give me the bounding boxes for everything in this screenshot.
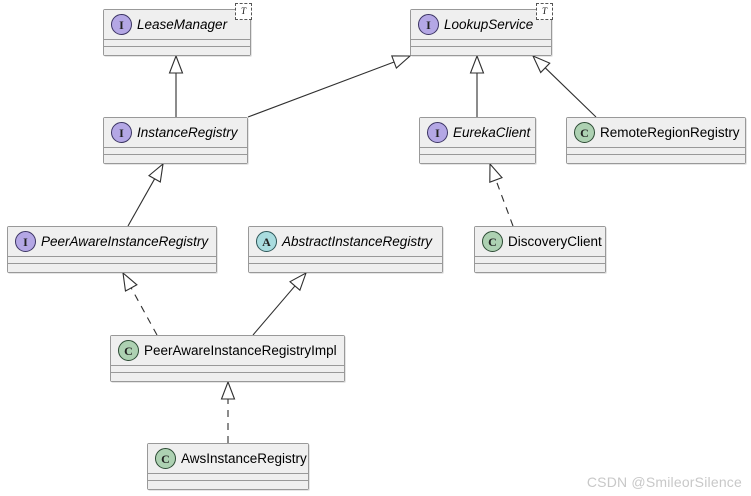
type-parameter-marker: T — [235, 3, 252, 20]
node-name-label: InstanceRegistry — [137, 124, 238, 140]
node-header: C RemoteRegionRegistry — [567, 118, 745, 148]
interface-badge-icon: I — [418, 14, 439, 35]
attributes-compartment — [111, 366, 344, 373]
node-header: C DiscoveryClient — [475, 227, 605, 257]
node-name-label: PeerAwareInstanceRegistryImpl — [144, 342, 337, 358]
edge-impl-to-abstract-instance-registry — [252, 271, 308, 336]
arrowhead-hollow-triangle — [168, 54, 184, 74]
attributes-compartment — [475, 257, 605, 264]
edge-line-generalization — [247, 61, 395, 118]
watermark-text: CSDN @SmileorSilence — [586, 474, 742, 490]
class-badge-icon: C — [155, 448, 176, 469]
edge-peer-aware-instance-registry-to-instance-registry — [127, 162, 164, 227]
edge-line-generalization — [127, 178, 156, 227]
uml-class-node-eureka-client[interactable]: I EurekaClient — [419, 117, 536, 164]
uml-class-node-aws-instance-registry[interactable]: C AwsInstanceRegistry — [147, 443, 309, 490]
attributes-compartment — [8, 257, 216, 264]
edge-instance-registry-to-lookup-service — [247, 55, 412, 118]
node-name-label: AbstractInstanceRegistry — [282, 233, 433, 249]
node-name-label: LookupService — [444, 16, 534, 32]
node-name-label: AwsInstanceRegistry — [181, 450, 307, 466]
edge-line-generalization — [544, 67, 597, 118]
class-badge-icon: C — [118, 340, 139, 361]
operations-compartment — [148, 481, 308, 489]
operations-compartment — [8, 264, 216, 272]
edge-line-generalization — [252, 285, 296, 336]
type-parameter-marker: T — [536, 3, 553, 20]
uml-class-node-abstract-instance-registry[interactable]: A AbstractInstanceRegistry — [248, 226, 443, 273]
edge-eureka-client-to-lookup-service — [469, 54, 485, 117]
arrowhead-hollow-triangle — [220, 380, 236, 400]
uml-class-node-peer-aware-instance-registry[interactable]: I PeerAwareInstanceRegistry — [7, 226, 217, 273]
arrowhead-hollow-triangle — [122, 271, 138, 292]
arrowhead-hollow-triangle — [531, 54, 551, 74]
edge-impl-to-peer-aware-instance-registry — [122, 271, 158, 336]
interface-badge-icon: I — [427, 122, 448, 143]
node-header: I LookupService — [411, 10, 551, 40]
attributes-compartment — [148, 474, 308, 481]
node-name-label: RemoteRegionRegistry — [600, 124, 740, 140]
operations-compartment — [104, 155, 247, 163]
attributes-compartment — [411, 40, 551, 47]
uml-class-node-lease-manager[interactable]: I LeaseManager T — [103, 3, 252, 56]
attributes-compartment — [567, 148, 745, 155]
operations-compartment — [111, 373, 344, 381]
attributes-compartment — [249, 257, 442, 264]
node-header: C AwsInstanceRegistry — [148, 444, 308, 474]
node-header: I PeerAwareInstanceRegistry — [8, 227, 216, 257]
edge-line-realization — [130, 287, 158, 336]
edge-line-realization — [495, 179, 514, 227]
node-header: I EurekaClient — [420, 118, 535, 148]
interface-badge-icon: I — [15, 231, 36, 252]
class-badge-icon: C — [574, 122, 595, 143]
node-header: C PeerAwareInstanceRegistryImpl — [111, 336, 344, 366]
node-header: I InstanceRegistry — [104, 118, 247, 148]
operations-compartment — [567, 155, 745, 163]
edge-remote-region-registry-to-lookup-service — [531, 54, 597, 118]
edge-aws-instance-registry-to-impl — [220, 380, 236, 443]
operations-compartment — [411, 47, 551, 55]
class-badge-icon: C — [482, 231, 503, 252]
node-header: I LeaseManager — [104, 10, 250, 40]
attributes-compartment — [104, 148, 247, 155]
edge-instance-registry-to-lease-manager — [168, 54, 184, 117]
arrowhead-hollow-triangle — [148, 162, 164, 183]
uml-class-node-remote-region-registry[interactable]: C RemoteRegionRegistry — [566, 117, 746, 164]
operations-compartment — [420, 155, 535, 163]
edge-discovery-client-to-eureka-client — [489, 162, 514, 227]
operations-compartment — [104, 47, 250, 55]
arrowhead-hollow-triangle — [469, 54, 485, 74]
operations-compartment — [249, 264, 442, 272]
node-name-label: LeaseManager — [137, 16, 228, 32]
uml-class-node-discovery-client[interactable]: C DiscoveryClient — [474, 226, 606, 273]
attributes-compartment — [104, 40, 250, 47]
node-name-label: DiscoveryClient — [508, 233, 602, 249]
operations-compartment — [475, 264, 605, 272]
abstract-class-badge-icon: A — [256, 231, 277, 252]
node-name-label: EurekaClient — [453, 124, 531, 140]
interface-badge-icon: I — [111, 14, 132, 35]
uml-class-node-instance-registry[interactable]: I InstanceRegistry — [103, 117, 248, 164]
node-name-label: PeerAwareInstanceRegistry — [41, 233, 209, 249]
arrowhead-hollow-triangle — [489, 162, 503, 183]
node-header: A AbstractInstanceRegistry — [249, 227, 442, 257]
interface-badge-icon: I — [111, 122, 132, 143]
arrowhead-hollow-triangle — [391, 55, 412, 70]
arrowhead-hollow-triangle — [289, 271, 308, 292]
attributes-compartment — [420, 148, 535, 155]
uml-class-node-peer-aware-instance-registry-impl[interactable]: C PeerAwareInstanceRegistryImpl — [110, 335, 345, 382]
